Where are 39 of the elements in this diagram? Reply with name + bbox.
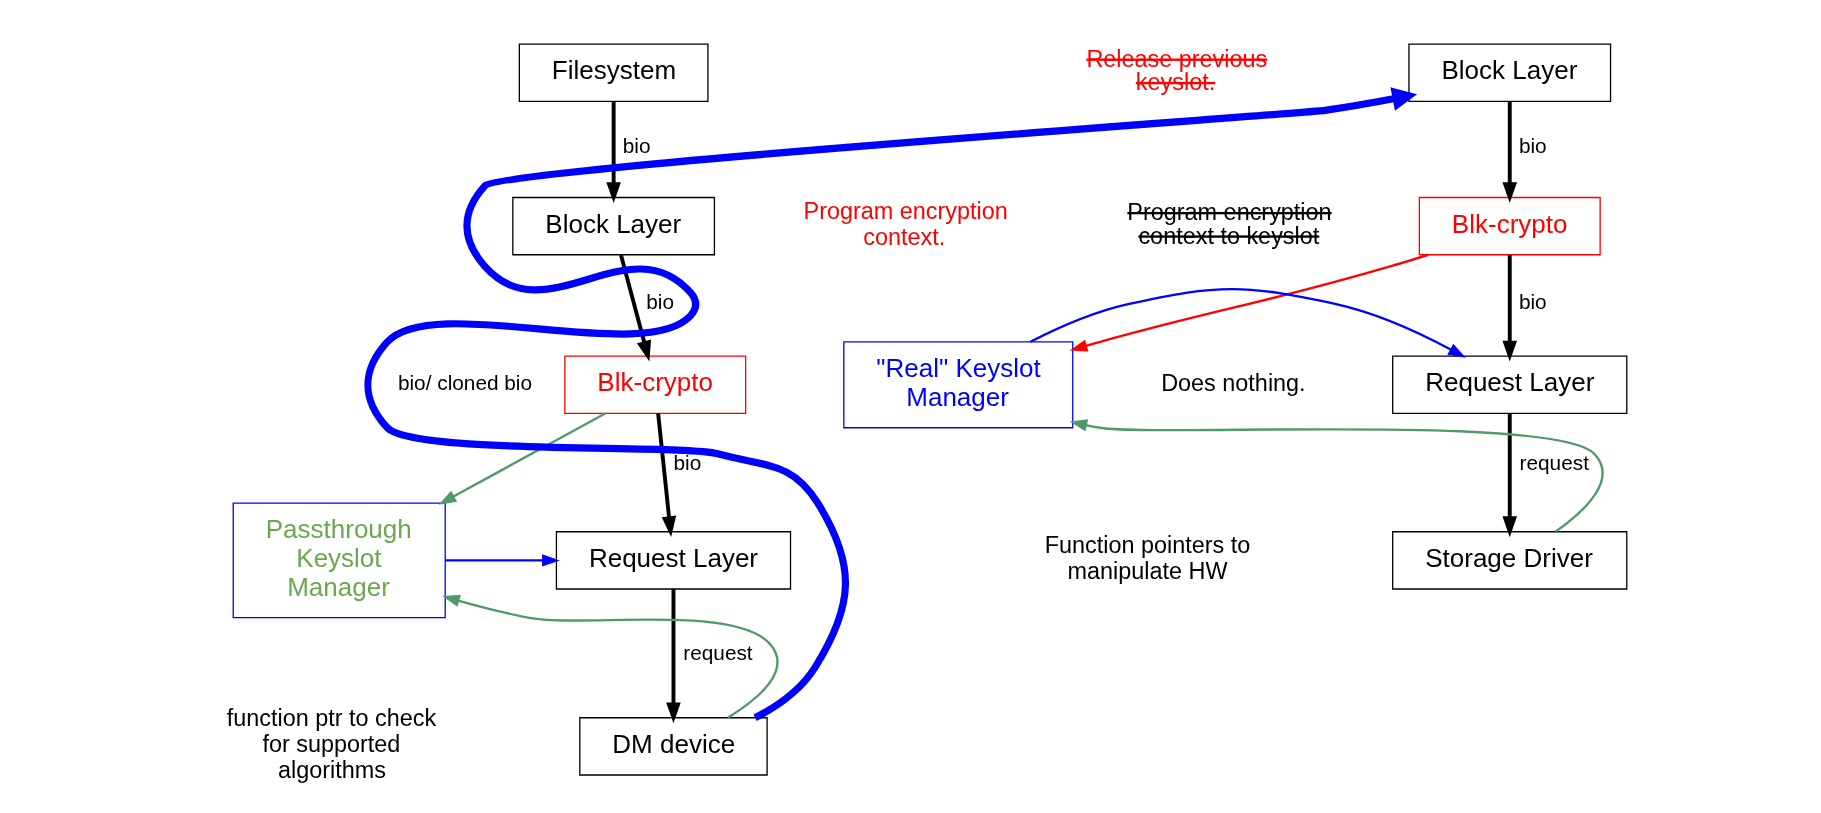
arrow [656, 413, 677, 538]
edge-label: request [1519, 451, 1589, 475]
label: function ptr to check for supported algorithms [226, 705, 437, 784]
arrow [364, 87, 1418, 721]
label: Program encryption context to keyslot [1127, 199, 1332, 249]
node-box: Request Layer [555, 531, 792, 590]
node-box: Blk-crypto [564, 355, 747, 415]
node-box: Block Layer [512, 196, 716, 256]
node-box: Passthrough Keyslot Manager [232, 502, 446, 619]
label: Release previous keyslot. [1086, 45, 1268, 96]
arrow [1029, 287, 1466, 358]
node-box: Blk-crypto [1418, 196, 1601, 256]
edge-label: bio [646, 290, 674, 314]
label: Does nothing. [1161, 369, 1306, 396]
arrow [445, 554, 560, 567]
edge-label: request [683, 641, 753, 665]
node-box: Storage Driver [1392, 531, 1628, 590]
arrow [606, 101, 621, 204]
arrow [442, 594, 779, 719]
arrow [1069, 419, 1604, 533]
node-box: Block Layer [1408, 43, 1612, 102]
arrow [619, 254, 652, 362]
node-box: Filesystem [518, 43, 709, 102]
arrow [1069, 253, 1429, 352]
edge-label: bio/ cloned bio [397, 370, 533, 394]
arrow [1502, 413, 1518, 538]
arrow [438, 412, 606, 505]
edge-label: bio [673, 451, 702, 475]
arrow [1502, 101, 1518, 204]
node-box: Request Layer [1392, 355, 1628, 415]
edge-label: bio [622, 134, 651, 158]
label: Program encryption context. [803, 197, 1008, 250]
node-box: DM device [579, 717, 768, 776]
node-box: "Real" Keyslot Manager [843, 341, 1074, 429]
edge-label: bio [1518, 290, 1547, 314]
label: Function pointers to manipulate HW [1044, 532, 1251, 585]
edge-label: bio [1518, 134, 1547, 158]
arrow [666, 589, 681, 724]
arrow [1502, 255, 1518, 362]
